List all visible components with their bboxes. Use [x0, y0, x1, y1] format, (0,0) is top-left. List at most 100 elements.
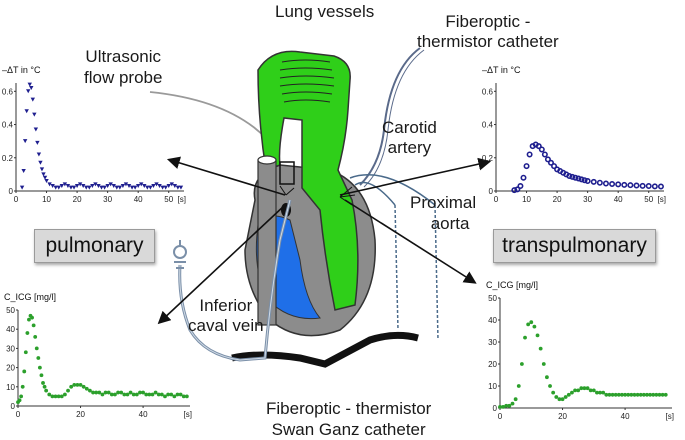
data-point [21, 169, 26, 174]
y-tick-label: 0.4 [482, 121, 494, 130]
data-point [39, 167, 45, 172]
data-point [581, 177, 588, 184]
data-point [114, 185, 119, 190]
lung-capillaries [279, 59, 335, 103]
data-point [566, 173, 573, 180]
data-point [36, 152, 42, 157]
y-tick-label: 30 [488, 338, 497, 347]
data-point [31, 323, 36, 328]
data-point [648, 392, 653, 397]
data-point [33, 334, 38, 339]
data-point [178, 185, 184, 190]
data-point [66, 388, 70, 393]
x-unit-label: [s] [178, 195, 186, 204]
data-point [42, 384, 47, 389]
data-point [613, 392, 618, 397]
data-point [523, 163, 530, 170]
data-point [663, 392, 668, 397]
data-point [560, 397, 565, 402]
data-point [26, 89, 31, 94]
data-point [501, 405, 506, 409]
data-point [520, 174, 527, 181]
y-axis-title: C_ICG [mg/l] [486, 280, 538, 290]
data-point [96, 184, 101, 189]
data-point [19, 394, 24, 399]
swan-ganz-label: Fiberoptic - thermistor Swan Ganz cathet… [266, 399, 432, 439]
data-point [93, 182, 98, 187]
data-point [36, 356, 41, 360]
data-point [91, 390, 95, 395]
x-tick-label: 0 [16, 410, 21, 419]
y-tick-label: 30 [6, 344, 15, 353]
arrow-to-transpulmonary-icg [344, 199, 477, 284]
data-point [129, 185, 135, 190]
data-point [166, 184, 171, 189]
data-point [111, 184, 116, 189]
data-point [607, 392, 612, 397]
data-point [56, 394, 61, 399]
data-point [615, 181, 622, 188]
data-point [498, 405, 502, 409]
data-point [513, 397, 518, 402]
diaphragm-line [231, 331, 419, 368]
data-point [154, 182, 159, 187]
data-point [645, 183, 652, 190]
data-point [535, 333, 540, 338]
data-point [102, 185, 107, 190]
data-point [53, 185, 58, 190]
data-point [623, 392, 627, 397]
data-point [126, 184, 132, 189]
data-point [59, 184, 65, 189]
x-tick-label: 30 [583, 195, 592, 204]
x-unit-label: [s] [666, 412, 674, 421]
data-point [544, 156, 551, 163]
data-point [138, 390, 142, 395]
data-point [519, 362, 524, 366]
x-tick-label: 0 [494, 195, 499, 204]
data-point [106, 390, 111, 395]
flow-probe-leader [149, 91, 269, 141]
data-point [570, 390, 574, 395]
data-point [50, 184, 55, 189]
data-point [41, 381, 45, 385]
data-point [30, 97, 35, 102]
data-point [526, 322, 531, 327]
data-point [551, 390, 556, 395]
x-unit-label: [s] [658, 195, 666, 204]
data-point [504, 403, 509, 408]
data-point [610, 392, 615, 397]
data-point [651, 392, 656, 397]
data-point [535, 143, 542, 150]
data-point [53, 394, 58, 399]
data-point [657, 183, 664, 190]
data-point [638, 392, 643, 397]
data-point [563, 395, 568, 399]
ultrasonic-probe-marker [279, 161, 295, 185]
y-axis-title: –ΔT in °C [2, 65, 41, 75]
data-point [516, 384, 521, 388]
data-point [526, 151, 533, 158]
data-point [572, 174, 579, 181]
data-point [90, 184, 95, 189]
data-point [27, 317, 31, 322]
data-point [160, 185, 165, 190]
y-tick-label: 0.6 [482, 87, 494, 96]
x-tick-label: 20 [76, 410, 85, 419]
pulmonary-box: pulmonary [34, 229, 155, 263]
y-tick-label: 0 [489, 187, 494, 196]
data-point [134, 392, 139, 397]
data-point [639, 182, 646, 189]
y-tick-label: 0.4 [2, 121, 14, 130]
ultrasonic-probe-label: Ultrasonic flow probe [84, 47, 163, 87]
data-point [131, 392, 136, 397]
data-point [163, 185, 168, 190]
data-point [609, 181, 616, 188]
data-point [88, 388, 92, 393]
data-point [523, 335, 527, 340]
y-tick-label: 20 [488, 360, 497, 369]
data-point [50, 394, 55, 399]
x-tick-label: 20 [553, 195, 562, 204]
